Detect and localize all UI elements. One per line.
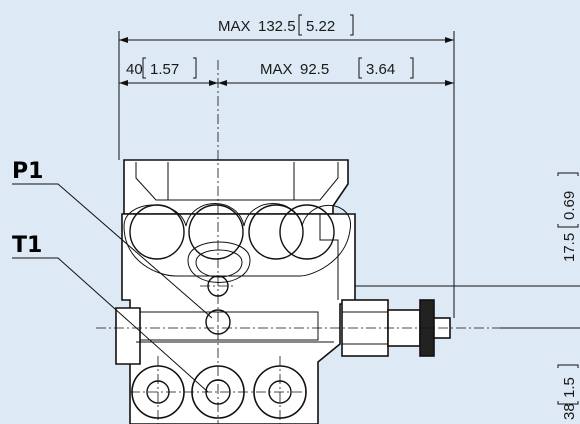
p1-label: P1 bbox=[12, 159, 43, 184]
vertical-lower-brackets bbox=[557, 364, 579, 405]
right-offset-prefix: MAX bbox=[260, 61, 293, 78]
vertical-lower-mm: 38 bbox=[561, 403, 578, 420]
vertical-upper-inch: 0.69 bbox=[561, 191, 578, 220]
overall-width-inch: 5.22 bbox=[306, 18, 335, 35]
left-offset-mm: 40 bbox=[126, 61, 143, 78]
right-offset-inch: 3.64 bbox=[366, 61, 395, 78]
vertical-lower-inch: 1.5 bbox=[561, 377, 578, 398]
overall-width-prefix: MAX bbox=[218, 18, 251, 35]
valve-body bbox=[115, 159, 451, 424]
right-offset-inch-brackets bbox=[358, 57, 414, 79]
t1-label-group: T1 bbox=[12, 233, 209, 393]
right-offset-mm: 92.5 bbox=[300, 61, 329, 78]
overall-width-dimension: MAX 132.5 5.22 bbox=[118, 14, 455, 318]
overall-width-inch-brackets bbox=[298, 14, 354, 36]
vertical-dimension-upper: 17.5 0.69 bbox=[557, 172, 579, 262]
left-offset-inch-brackets bbox=[142, 57, 197, 79]
left-offset-dimension: 40 1.57 bbox=[119, 57, 218, 86]
vertical-upper-mm: 17.5 bbox=[561, 233, 578, 262]
vertical-upper-brackets bbox=[557, 172, 579, 228]
right-offset-dimension: MAX 92.5 3.64 bbox=[218, 57, 454, 86]
left-offset-inch: 1.57 bbox=[150, 61, 179, 78]
p1-label-group: P1 bbox=[12, 159, 213, 319]
t1-label: T1 bbox=[12, 233, 42, 258]
vertical-dimension-lower: 38 1.5 bbox=[557, 364, 579, 420]
overall-width-mm: 132.5 bbox=[258, 18, 296, 35]
